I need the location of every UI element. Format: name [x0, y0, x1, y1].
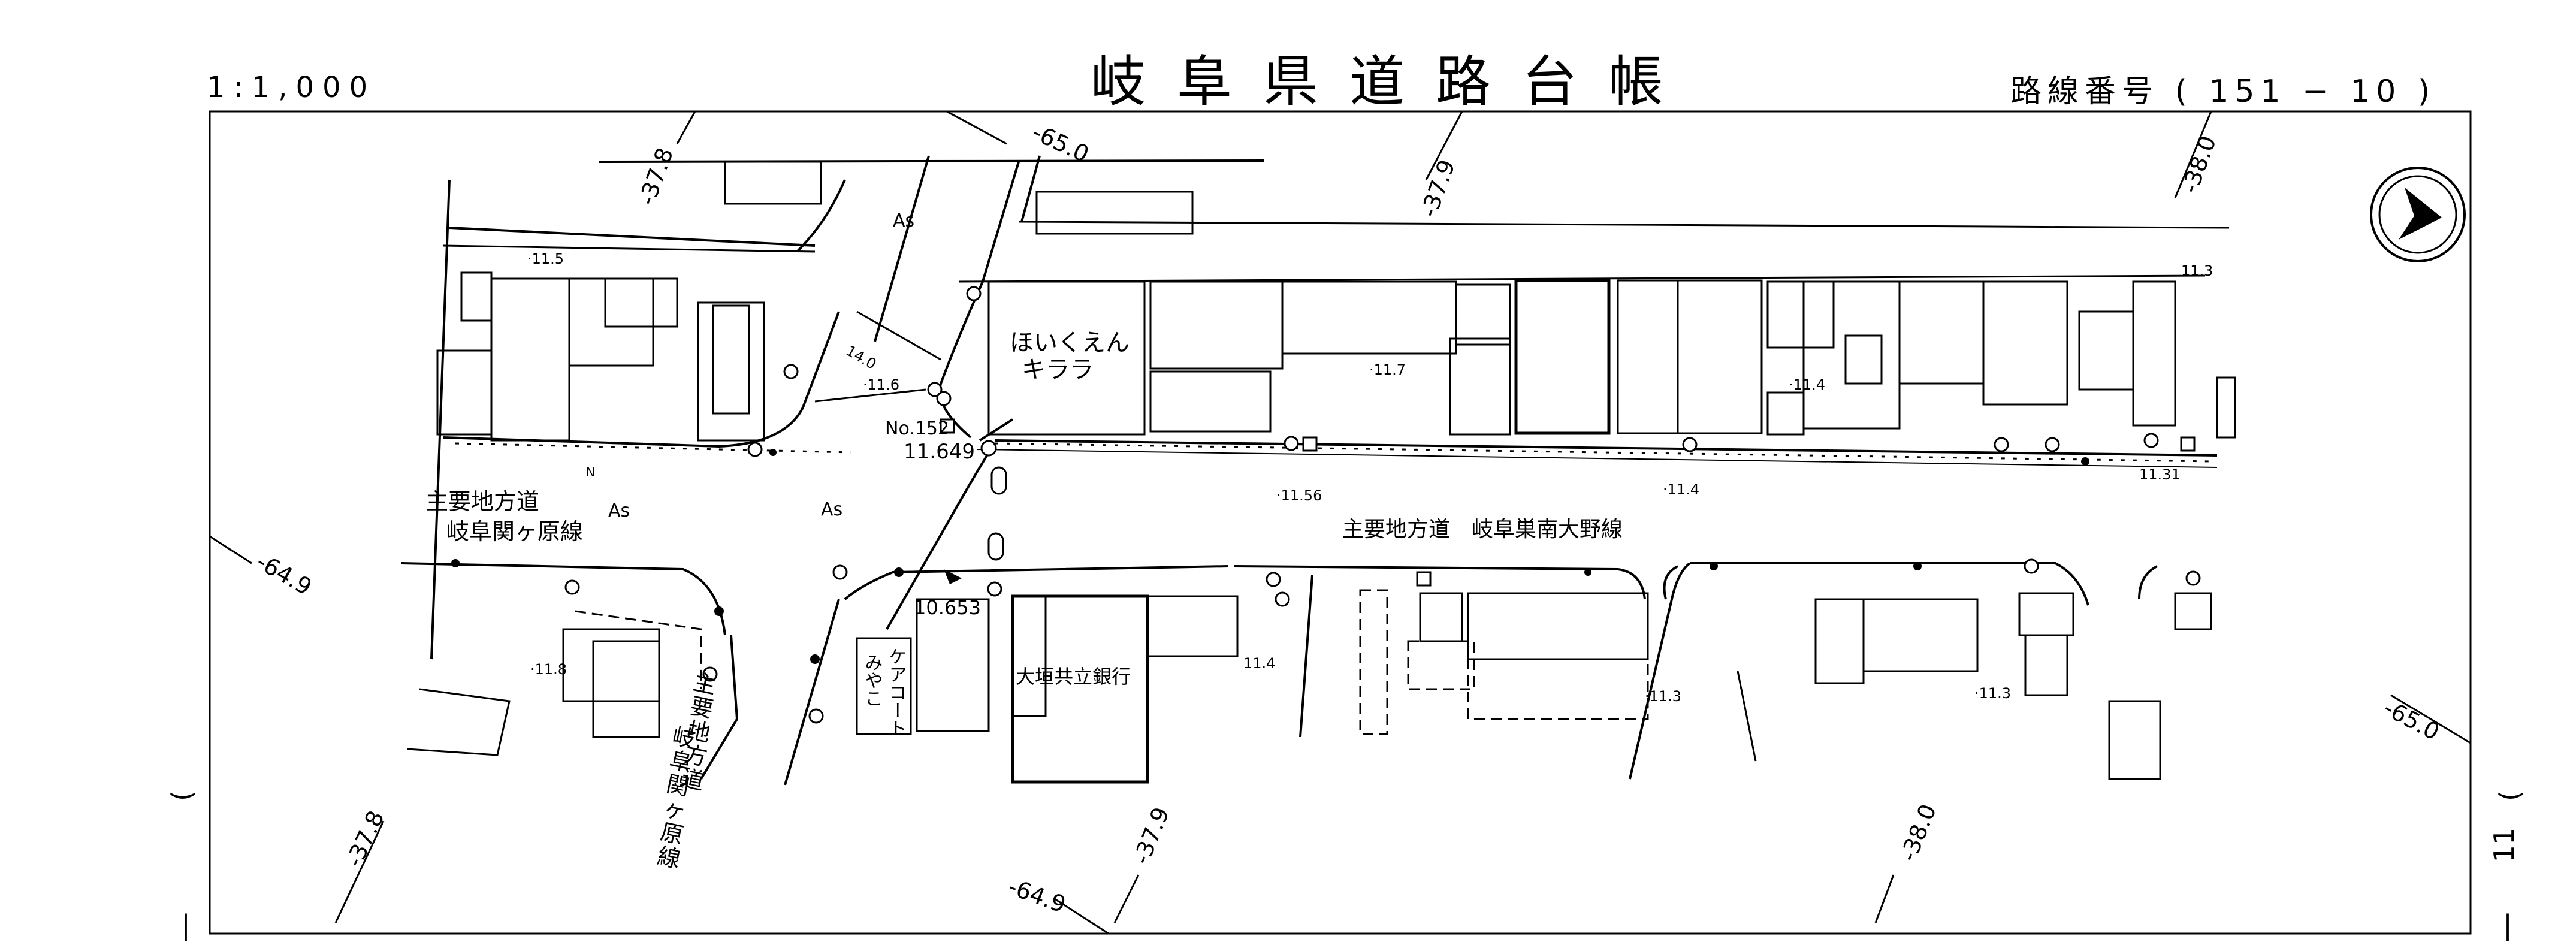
grid-label: -37.9 [1415, 156, 1460, 221]
svg-text:11.31: 11.31 [2139, 466, 2181, 483]
margin-mark-left-1: ) [167, 790, 200, 801]
grid-lines [209, 110, 2471, 935]
cross-road-name-line2: 岐阜関ヶ原線 [446, 518, 583, 545]
grid-label: -65.0 [2379, 695, 2444, 745]
pavement-label: As [893, 210, 914, 231]
sheet-title: 岐阜県道路台帳 [1091, 50, 1695, 114]
north-mark: N [586, 465, 595, 479]
posts [451, 449, 2089, 664]
route-number: 路線番号 ( 151 − 10 ) [2010, 74, 2436, 110]
buildings-north [436, 161, 2236, 442]
svg-text:·11.6: ·11.6 [863, 376, 899, 393]
margin-mark-right-1: ) [2495, 790, 2527, 801]
svg-text:·11.7: ·11.7 [1369, 361, 1406, 378]
grid-label: -38.0 [2176, 132, 2221, 197]
benchmark-elevation-2: 10.653 [914, 596, 981, 619]
pavement-label: As [821, 499, 842, 520]
grid-label: -37.9 [1128, 804, 1175, 868]
svg-text:ヶ: ヶ [661, 795, 688, 825]
svg-text:·11.8: ·11.8 [530, 661, 567, 678]
care-name-col2: みやこ [862, 653, 883, 707]
svg-text:·11.3: ·11.3 [1645, 688, 1681, 705]
benchmark-elevation: 11.649 [904, 440, 975, 464]
pavement-label: As [608, 500, 630, 521]
grid-label: -38.0 [1895, 801, 1942, 865]
margin-mark-left-2: | [181, 909, 191, 942]
cross-road [401, 155, 1229, 786]
svg-text:地: 地 [685, 717, 712, 747]
svg-text:·11.4: ·11.4 [1663, 481, 1699, 498]
grid-label: -64.9 [1005, 873, 1069, 918]
distance-label: 14.0 [843, 342, 879, 373]
margin-mark-right-3: | [2503, 909, 2512, 942]
main-road-name: 主要地方道 岐阜巣南大野線 [1342, 517, 1623, 542]
map-frame [209, 110, 2472, 935]
svg-text:11.4: 11.4 [1243, 655, 1275, 672]
svg-text:原: 原 [658, 819, 685, 849]
svg-text:関: 関 [664, 771, 691, 801]
nursery-name-line2: キララ [1022, 356, 1094, 384]
svg-text:11.3: 11.3 [2181, 262, 2213, 279]
map-scale: 1:1,000 [207, 71, 376, 104]
svg-text:要: 要 [688, 693, 715, 723]
spot-heights: ·11.5 ·11.6 ·11.7 ·11.4 ·11.56 ·11.4 ·11… [527, 250, 2213, 705]
north-arrow-icon [2370, 167, 2466, 262]
grid-label: -37.8 [633, 144, 678, 209]
svg-text:岐: 岐 [670, 723, 697, 753]
svg-text:·11.56: ·11.56 [1276, 487, 1322, 504]
svg-text:·11.4: ·11.4 [1789, 376, 1825, 393]
buildings-south-dashed [575, 589, 1649, 735]
svg-text:阜: 阜 [667, 747, 694, 777]
buildings-south [407, 592, 2212, 784]
svg-text:道: 道 [679, 765, 706, 795]
grid-label: -37.8 [340, 807, 389, 871]
utility-symbols [564, 286, 2201, 724]
svg-text:線: 線 [655, 843, 682, 873]
main-road [443, 159, 2230, 780]
svg-text:主: 主 [691, 669, 718, 699]
care-name-col1: ケアコート [886, 647, 907, 737]
cross-road-name-line1: 主要地方道 [425, 488, 539, 515]
benchmark-number: No.152 [885, 418, 949, 439]
bank-name: 大垣共立銀行 [1016, 665, 1131, 688]
svg-text:·11.5: ·11.5 [527, 250, 564, 267]
margin-mark-right-2: 11 [2488, 828, 2520, 863]
svg-text:·11.3: ·11.3 [1974, 685, 2011, 702]
grid-label: -64.9 [252, 548, 316, 600]
nursery-name-line1: ほいくえん [1010, 329, 1130, 357]
svg-text:方: 方 [682, 741, 709, 771]
cross-road-name-vertical: 主 要 地 方 道 岐 阜 関 ヶ 原 線 [655, 669, 718, 873]
